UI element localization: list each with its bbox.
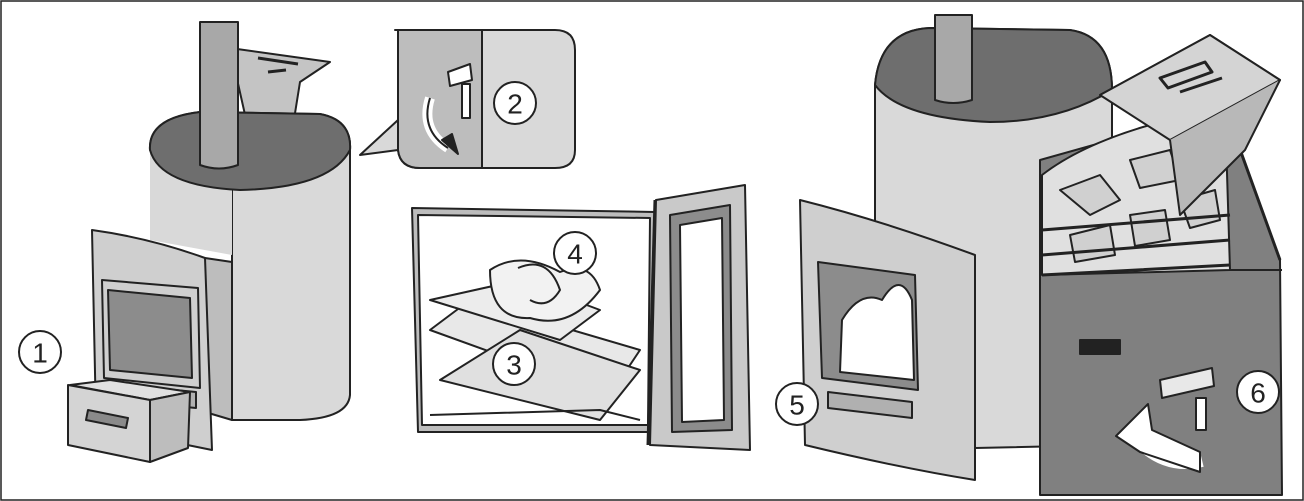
callout-3: 3 bbox=[492, 342, 536, 386]
callout-3-label: 3 bbox=[506, 350, 522, 381]
lid-logo-mark-2 bbox=[1158, 60, 1223, 94]
callout-6: 6 bbox=[1236, 370, 1280, 414]
callout-1: 1 bbox=[18, 330, 62, 374]
callout-4: 4 bbox=[553, 231, 597, 275]
ash-drawer-side bbox=[149, 391, 191, 463]
callout-1-label: 1 bbox=[32, 338, 48, 369]
callout-5: 5 bbox=[775, 382, 819, 426]
brand-plate bbox=[1079, 339, 1121, 355]
rear-chimney-pipe bbox=[934, 14, 973, 104]
panel-3-damper-arrow-icon bbox=[1115, 403, 1201, 473]
callout-4-label: 4 bbox=[567, 239, 583, 270]
panel-1-stove-ash-drawer bbox=[67, 21, 352, 463]
damper-slot bbox=[461, 83, 471, 119]
panel-3-sauna-stove-ready bbox=[799, 14, 1283, 496]
panel-3-damper-handle bbox=[1159, 367, 1215, 399]
fire-flame-icon bbox=[839, 284, 915, 381]
callout-2-label: 2 bbox=[507, 89, 523, 120]
lid-logo-mark bbox=[257, 56, 299, 74]
kindling-paper bbox=[489, 259, 601, 322]
chimney-pipe bbox=[199, 21, 239, 170]
firewood-log-2 bbox=[439, 329, 641, 421]
door-hinge bbox=[646, 199, 657, 446]
panel-2-firebox-loading bbox=[411, 184, 751, 451]
ash-drawer-handle bbox=[85, 409, 129, 429]
stone-grate-bars bbox=[1041, 213, 1231, 277]
rear-stove-top bbox=[874, 27, 1113, 123]
damper-handle bbox=[447, 63, 473, 87]
lid-support bbox=[1169, 79, 1281, 216]
damper-arrow-head-icon bbox=[441, 133, 459, 155]
callout-5-label: 5 bbox=[789, 390, 805, 421]
callout-2: 2 bbox=[493, 81, 537, 125]
damper-arrow[interactable] bbox=[426, 97, 449, 149]
panel-3-damper-slot bbox=[1195, 397, 1207, 431]
open-door-glass-highlight bbox=[679, 217, 725, 423]
panel-3-door-vent bbox=[827, 391, 913, 419]
door-glass bbox=[107, 289, 193, 379]
inset-air-damper bbox=[359, 29, 576, 169]
callout-6-label: 6 bbox=[1250, 378, 1266, 409]
